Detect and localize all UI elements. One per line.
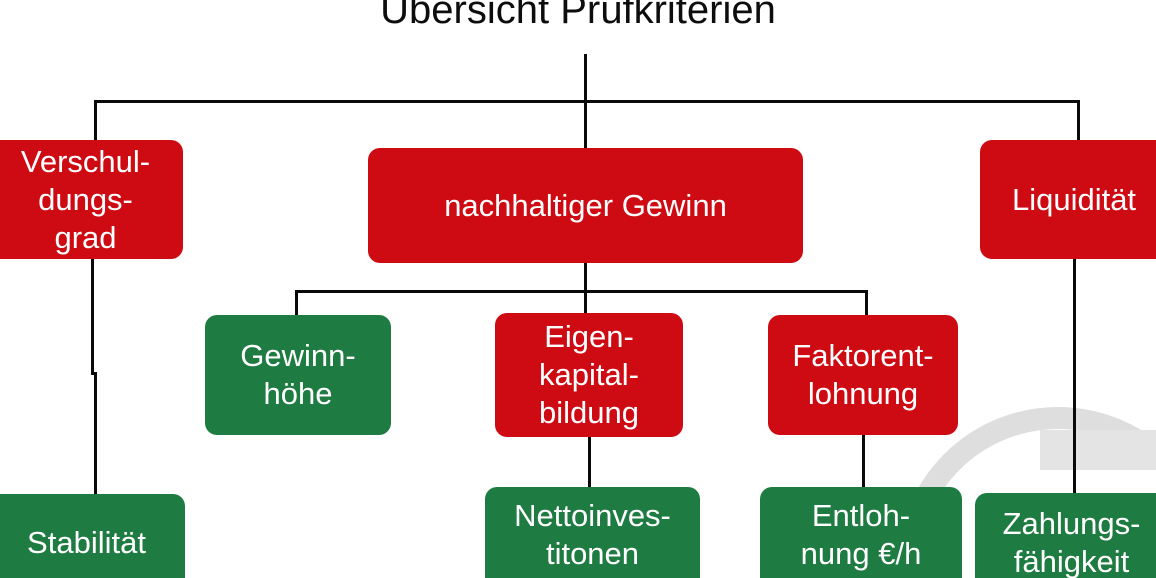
connector-title-down — [584, 54, 587, 102]
connector-to-liquiditaet — [1077, 100, 1080, 142]
connector-to-verschuldungsgrad — [94, 100, 97, 142]
node-liquiditaet[interactable]: Liquidität — [980, 140, 1156, 259]
connector-gewinn-down — [584, 262, 587, 292]
node-liquiditaet-label: Liquidität — [1011, 181, 1137, 217]
node-entlohnung-label: Entloh- nung €/h — [800, 498, 922, 571]
node-zahlungsfaehigkeit-label: Zahlungs- fähigkeit — [1002, 506, 1141, 578]
node-nachhaltiger-gewinn-label: nachhaltiger Gewinn — [444, 187, 727, 223]
connector-to-nachhaltiger-gewinn — [584, 100, 587, 150]
node-stabilitaet[interactable]: Stabilität — [0, 494, 185, 578]
node-zahlungsfaehigkeit[interactable]: Zahlungs- fähigkeit — [975, 493, 1156, 578]
node-eigenkapitalbildung-label: Eigen- kapital- bildung — [539, 319, 639, 430]
connector-to-faktorentlohnung — [865, 290, 868, 317]
node-faktorentlohnung-label: Faktorent- lohnung — [792, 338, 934, 411]
page-title: Übersicht Prüfkriterien — [380, 0, 776, 32]
node-verschuldungsgrad[interactable]: Verschul- dungs- grad — [0, 140, 183, 259]
connector-faktorentlohnung-to-entlohnung — [862, 435, 865, 489]
connector-verschuldungsgrad-to-stabilitaet-lower — [94, 372, 97, 496]
node-verschuldungsgrad-label: Verschul- dungs- grad — [20, 143, 151, 255]
connector-level2-bus — [295, 290, 867, 293]
node-gewinnhoehe[interactable]: Gewinn- höhe — [205, 315, 391, 435]
node-gewinnhoehe-label: Gewinn- höhe — [240, 338, 356, 411]
connector-liquiditaet-to-zahlungsfaehigkeit — [1073, 259, 1076, 495]
connector-verschuldungsgrad-to-stabilitaet-upper — [91, 259, 94, 375]
connector-eigenkapitalbildung-to-nettoinvestitionen — [588, 437, 591, 489]
connector-to-gewinnhoehe — [295, 290, 298, 317]
node-stabilitaet-label: Stabilität — [27, 525, 146, 560]
node-nachhaltiger-gewinn[interactable]: nachhaltiger Gewinn — [368, 148, 803, 263]
node-entlohnung[interactable]: Entloh- nung €/h — [760, 487, 962, 578]
node-nettoinvestitionen[interactable]: Nettoinves- titonen — [485, 487, 700, 578]
connector-level1-bus — [94, 100, 1080, 103]
node-faktorentlohnung[interactable]: Faktorent- lohnung — [768, 315, 958, 435]
connector-to-eigenkapitalbildung — [584, 290, 587, 315]
node-eigenkapitalbildung[interactable]: Eigen- kapital- bildung — [495, 313, 683, 437]
node-nettoinvestitionen-label: Nettoinves- titonen — [514, 498, 671, 571]
